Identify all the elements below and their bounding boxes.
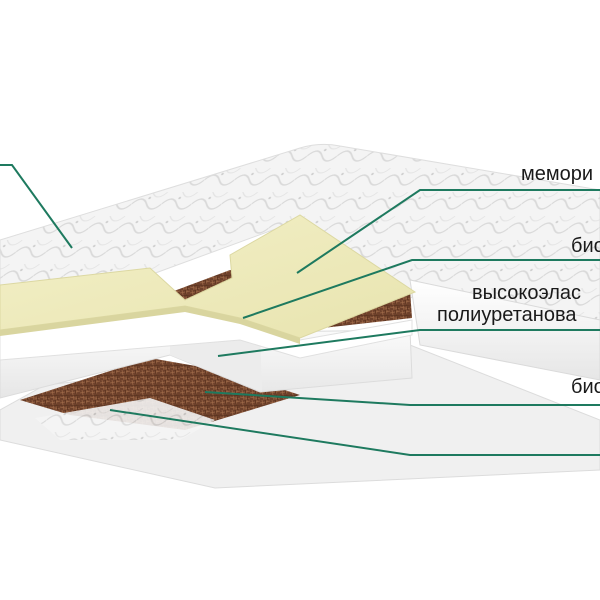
leader-line-foam bbox=[217, 329, 600, 357]
quilted-bottom bbox=[35, 398, 215, 440]
leader-line-base bbox=[109, 409, 600, 456]
leader-line-bio-bottom bbox=[204, 391, 600, 406]
leader-line-bio-top bbox=[242, 259, 600, 319]
label-memory-foam: мемори bbox=[521, 163, 594, 185]
leader-line-cover bbox=[0, 164, 73, 249]
label-foam-line2: полиуретанова bbox=[437, 304, 577, 326]
leader-line-memory bbox=[296, 189, 600, 274]
label-bio-top: био bbox=[571, 235, 600, 257]
leader-lines bbox=[0, 164, 600, 456]
label-foam-line1: высокоэлас bbox=[472, 282, 582, 304]
label-bio-bottom: био bbox=[571, 376, 600, 398]
